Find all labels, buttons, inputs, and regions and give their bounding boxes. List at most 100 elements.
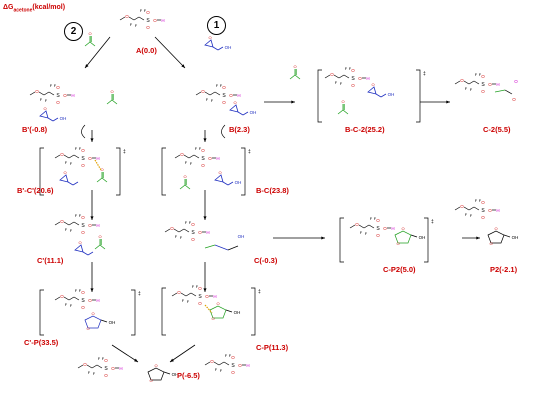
bracket-C-P-left [161,287,166,336]
oxygen-atom: O [154,363,157,368]
bond [358,224,365,229]
bond [363,224,370,229]
label-B: B(2.3) [229,125,250,134]
fluorine-atom: F [470,87,473,92]
epoxide-B-prime: O OH [39,106,67,122]
bond [96,177,103,183]
oxygen-atom: O [98,234,101,239]
hydroxyl-group: OH [109,320,116,325]
sulfur-atom: S [351,76,355,82]
bracket-B-C: ‡ [161,147,251,196]
bond [504,89,513,95]
bond [178,228,185,233]
hydroxyl-group: OH [388,92,395,97]
hydrogen-atom: H [161,18,164,23]
oxygen-atom: O [56,100,60,105]
oxygen-atom: O [341,99,344,104]
oxygen-atom: O [351,83,355,88]
ts-marker: ‡ [431,219,434,225]
bond [91,364,98,369]
bond [375,93,382,98]
oxygen-atom: O [81,230,85,235]
arrow-B-to-B-C-2-head [291,100,295,104]
epoxide-B-C: OOH [214,170,241,186]
oxygen-atom: O [81,290,85,295]
oxygen-atom: O [81,215,85,220]
oxygen-atom: O [488,208,492,213]
bond [209,91,216,96]
bond [72,181,79,186]
label-A: A(0.0) [136,46,157,55]
oxygen-atom: O [355,222,359,227]
bond [87,251,94,256]
arrow-A-to-B-head [181,64,185,68]
bond [54,296,61,301]
oxygen-atom: O [35,89,39,94]
bond [368,224,375,229]
pathway-1-marker: 1 [207,16,226,35]
hydroxyl-group: OH [60,116,67,121]
bond [179,184,186,190]
oxygen-atom: O [222,100,226,105]
curved-arrow-B [221,124,226,139]
arrow-B-prime-down-head [90,138,94,142]
fluorine-atom: F [365,231,368,236]
oxygen-atom: O [110,89,113,94]
bracket-C-prime-P: ‡ [39,289,141,336]
fluorine-atom: F [465,212,468,217]
hydrogen-atom: H [71,93,74,98]
fluorine-atom: F [189,220,192,225]
fluorine-atom: F [340,81,343,86]
bond [67,181,74,186]
label-B-prime: B'(-0.8) [22,125,48,134]
oxygen-atom: O [81,305,85,310]
fluorine-atom: F [175,234,178,239]
hydroxyl-group: OH [512,235,519,240]
fluorine-atom: F [185,220,188,225]
fluorine-atom: F [98,356,101,361]
bond [173,228,180,233]
sulfur-atom: S [222,93,226,99]
bond [106,99,113,105]
oxygen-atom: O [149,378,152,383]
bracket-C-prime-P-left [39,289,44,336]
oxygen-atom: O [376,218,380,223]
acetone-B-C: O [179,174,191,190]
fluorine-atom: F [229,353,232,358]
epoxide-B-C-2: OOH [367,82,395,98]
oxygen-atom: O [81,163,85,168]
bond [468,206,475,211]
ts-marker: ‡ [258,289,261,295]
bond [454,206,461,211]
bond [52,117,59,122]
bond [99,244,106,250]
label-C-P: C-P(11.3) [256,343,289,352]
sulfur-atom: S [231,363,235,369]
bracket-B-C-2-left [317,69,322,123]
oxygen-atom: O [88,223,92,228]
hydroxyl-group: OH [419,235,426,240]
oxygen-atom: O [63,93,67,98]
fluorine-atom: F [335,80,338,85]
epoxide-ring [74,244,84,253]
fluorine-atom: F [195,146,198,151]
bond [138,16,145,21]
fluorine-atom: F [40,97,43,102]
fluorine-atom: F [360,230,363,235]
bond [410,234,418,238]
bond [463,80,470,85]
ether-oxygen: O [512,97,516,102]
bond [214,244,229,251]
oxygen-atom: O [43,106,46,111]
bond [184,184,191,190]
bond [204,244,216,249]
fluorine-atom: F [79,213,82,218]
